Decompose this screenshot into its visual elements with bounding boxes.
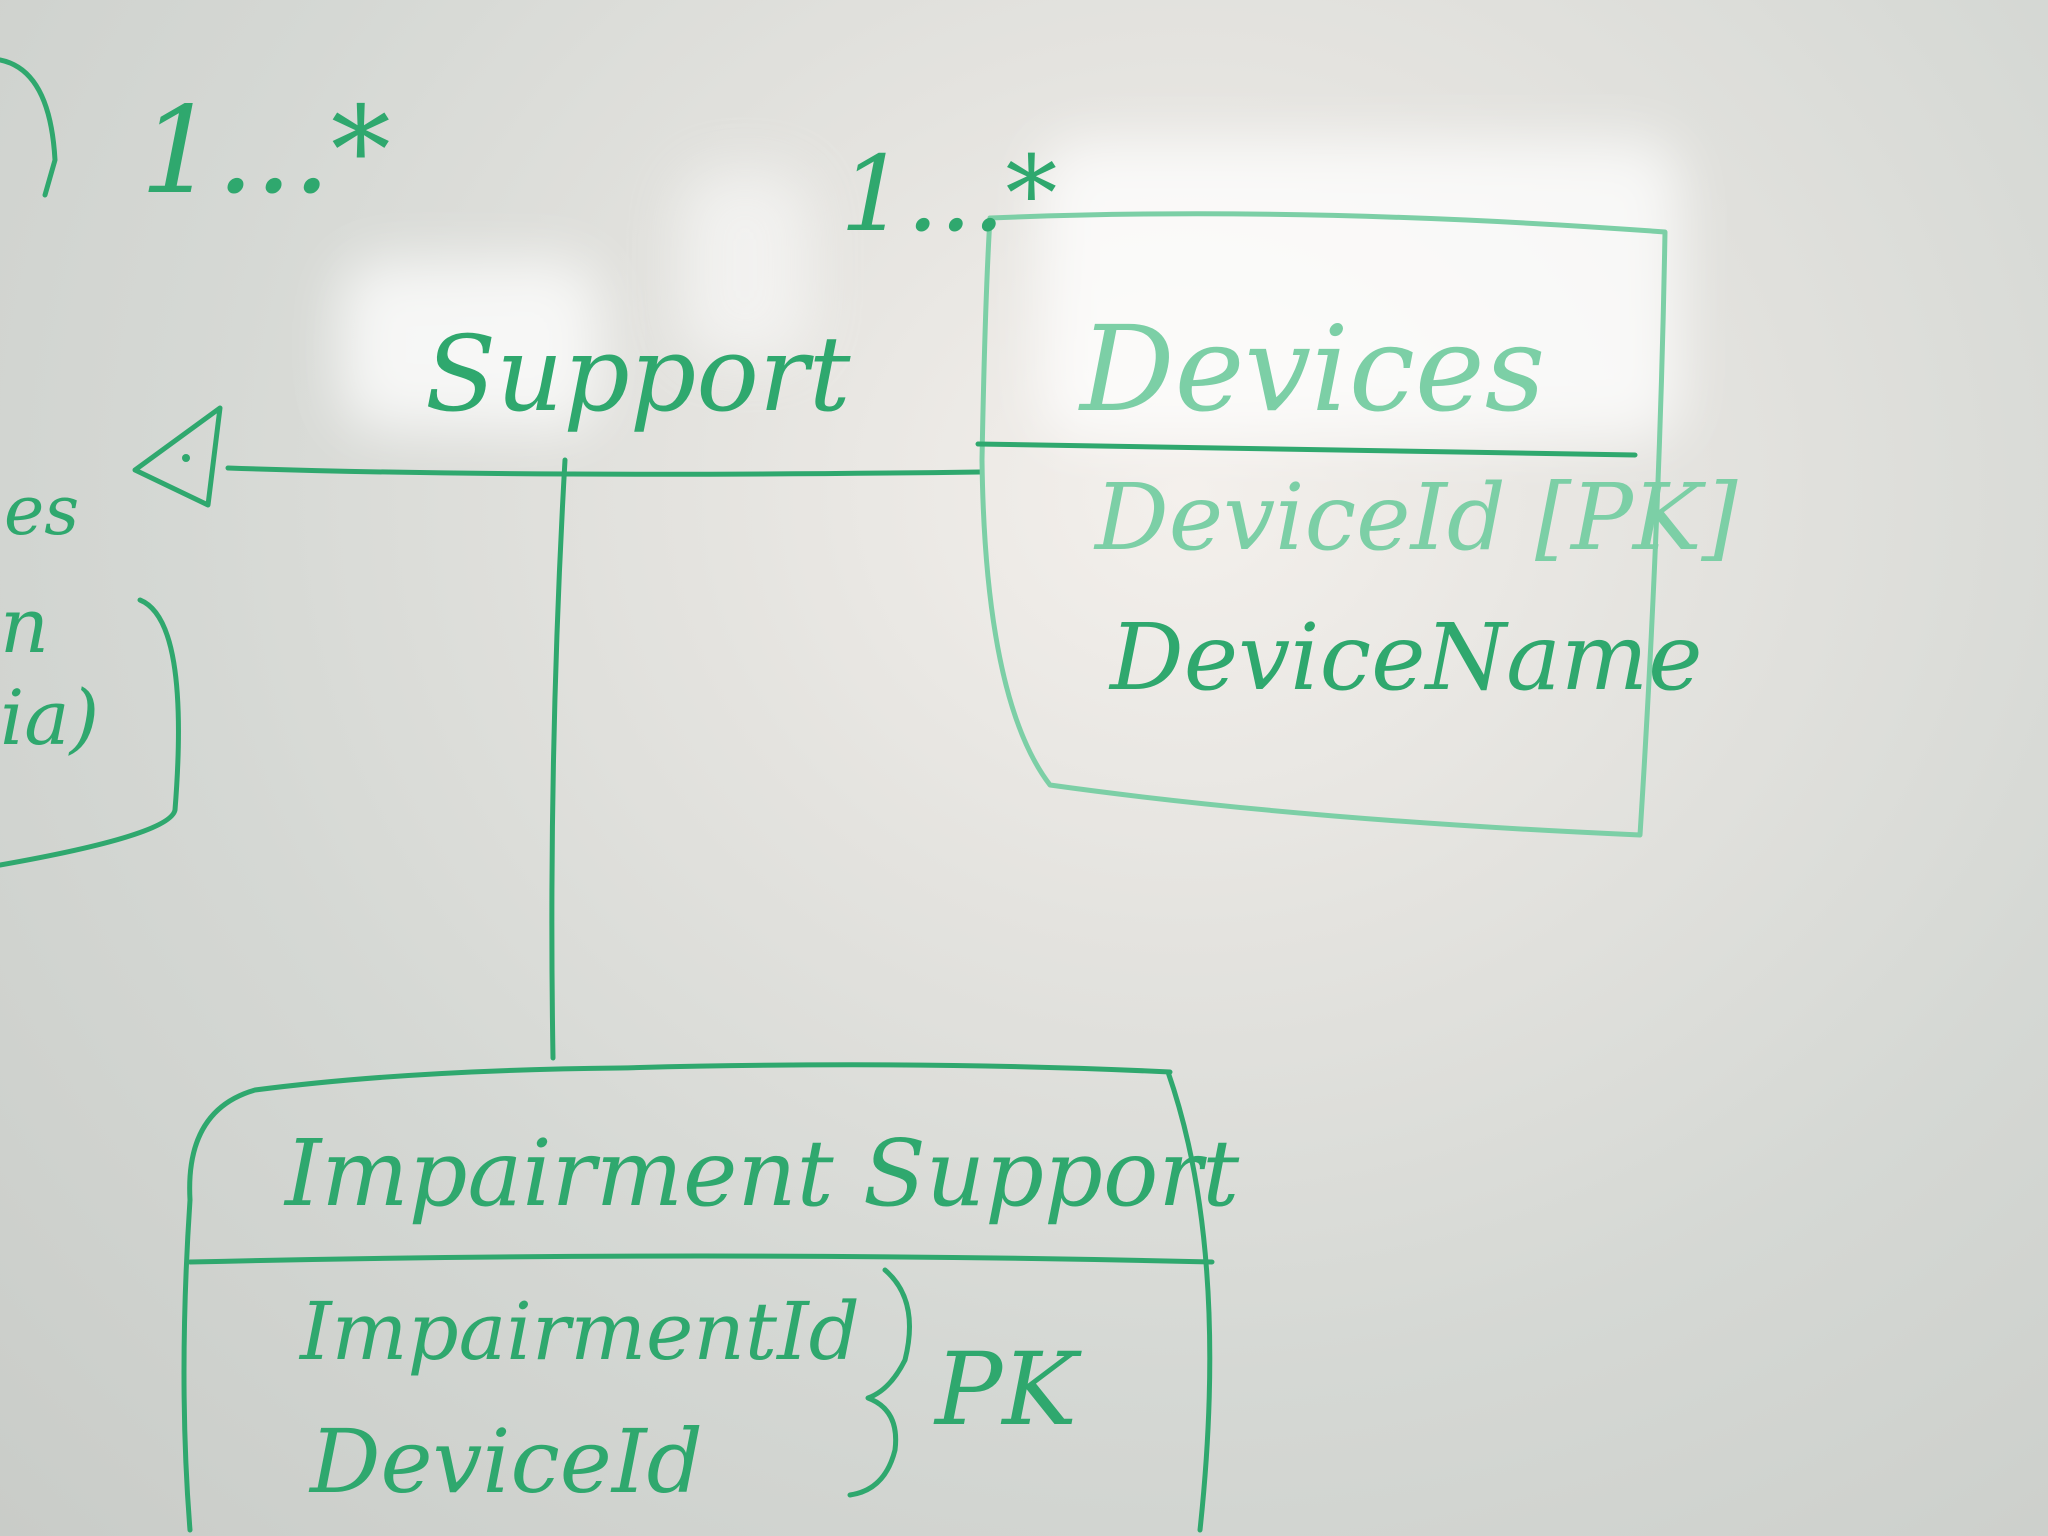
arrowhead-triangle — [132, 405, 223, 508]
glare-1 — [1040, 140, 1680, 440]
impairment-support-title: Impairment Support — [285, 1120, 1240, 1227]
left-entity-text-3: ia) — [0, 673, 100, 762]
devices-title: Devices — [1080, 300, 1546, 438]
left-entity-text-1: es — [4, 472, 80, 551]
impairment-support-attribute-device-id: DeviceId — [310, 1410, 703, 1513]
multiplicity-right: 1...* — [840, 133, 1058, 255]
left-entity-box — [0, 57, 181, 868]
devices-divider — [975, 441, 1638, 458]
glare-2 — [340, 260, 600, 430]
devices-attribute-device-name: DeviceName — [1110, 604, 1703, 711]
multiplicity-left: 1...* — [140, 82, 391, 221]
arrowhead-dot — [182, 454, 190, 462]
devices-attribute-device-id: DeviceId [PK] — [1095, 464, 1738, 571]
association-line — [225, 465, 983, 477]
glare-3 — [680, 170, 810, 360]
association-class-link — [549, 457, 568, 1061]
impairment-support-box — [181, 1062, 1213, 1533]
impairment-support-divider — [187, 1253, 1215, 1265]
association-label: Support — [425, 313, 851, 435]
impairment-support-attribute-impairment-id: ImpairmentId — [300, 1285, 860, 1378]
devices-box — [979, 211, 1668, 838]
left-entity-text-2: n — [0, 581, 49, 670]
pk-brace — [847, 1267, 912, 1498]
pk-label: PK — [935, 1331, 1077, 1448]
